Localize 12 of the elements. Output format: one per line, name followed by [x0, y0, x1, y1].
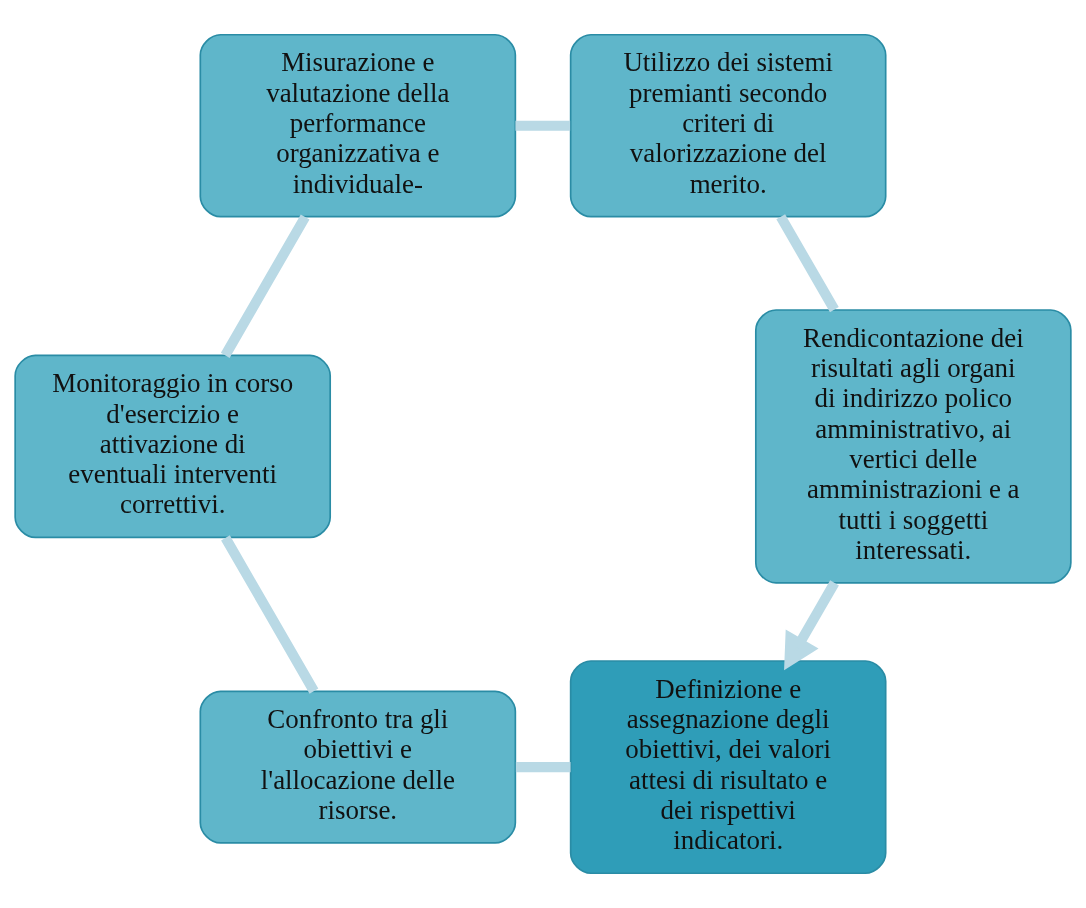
node-box: Definizione e assegnazione degli obiettivi, dei valori attesi di risultato e dei rispettivi indicatori. [569, 660, 887, 875]
connector [220, 214, 310, 358]
connector [515, 762, 571, 773]
node-box: Monitoraggio in corso d'esercizio e attivazione di eventuali interventi correttivi. [14, 354, 332, 539]
node-box: Confronto tra gli obiettivi e l'allocazione delle risorse. [199, 690, 517, 844]
connector [515, 120, 571, 131]
connector [776, 214, 839, 313]
arrow [784, 580, 839, 671]
node-box: Rendicontazione dei risultati agli organi di indirizzo polico amministrativo, ai vertici delle amministrazioni e a tutti i soggetti interessati. [754, 309, 1072, 584]
connector [221, 535, 319, 694]
node-box: Utilizzo dei sistemi premianti secondo criteri di valorizzazione del merito. [569, 33, 887, 218]
node-box: Misurazione e valutazione della performance organizzativa e individuale- [199, 33, 517, 218]
